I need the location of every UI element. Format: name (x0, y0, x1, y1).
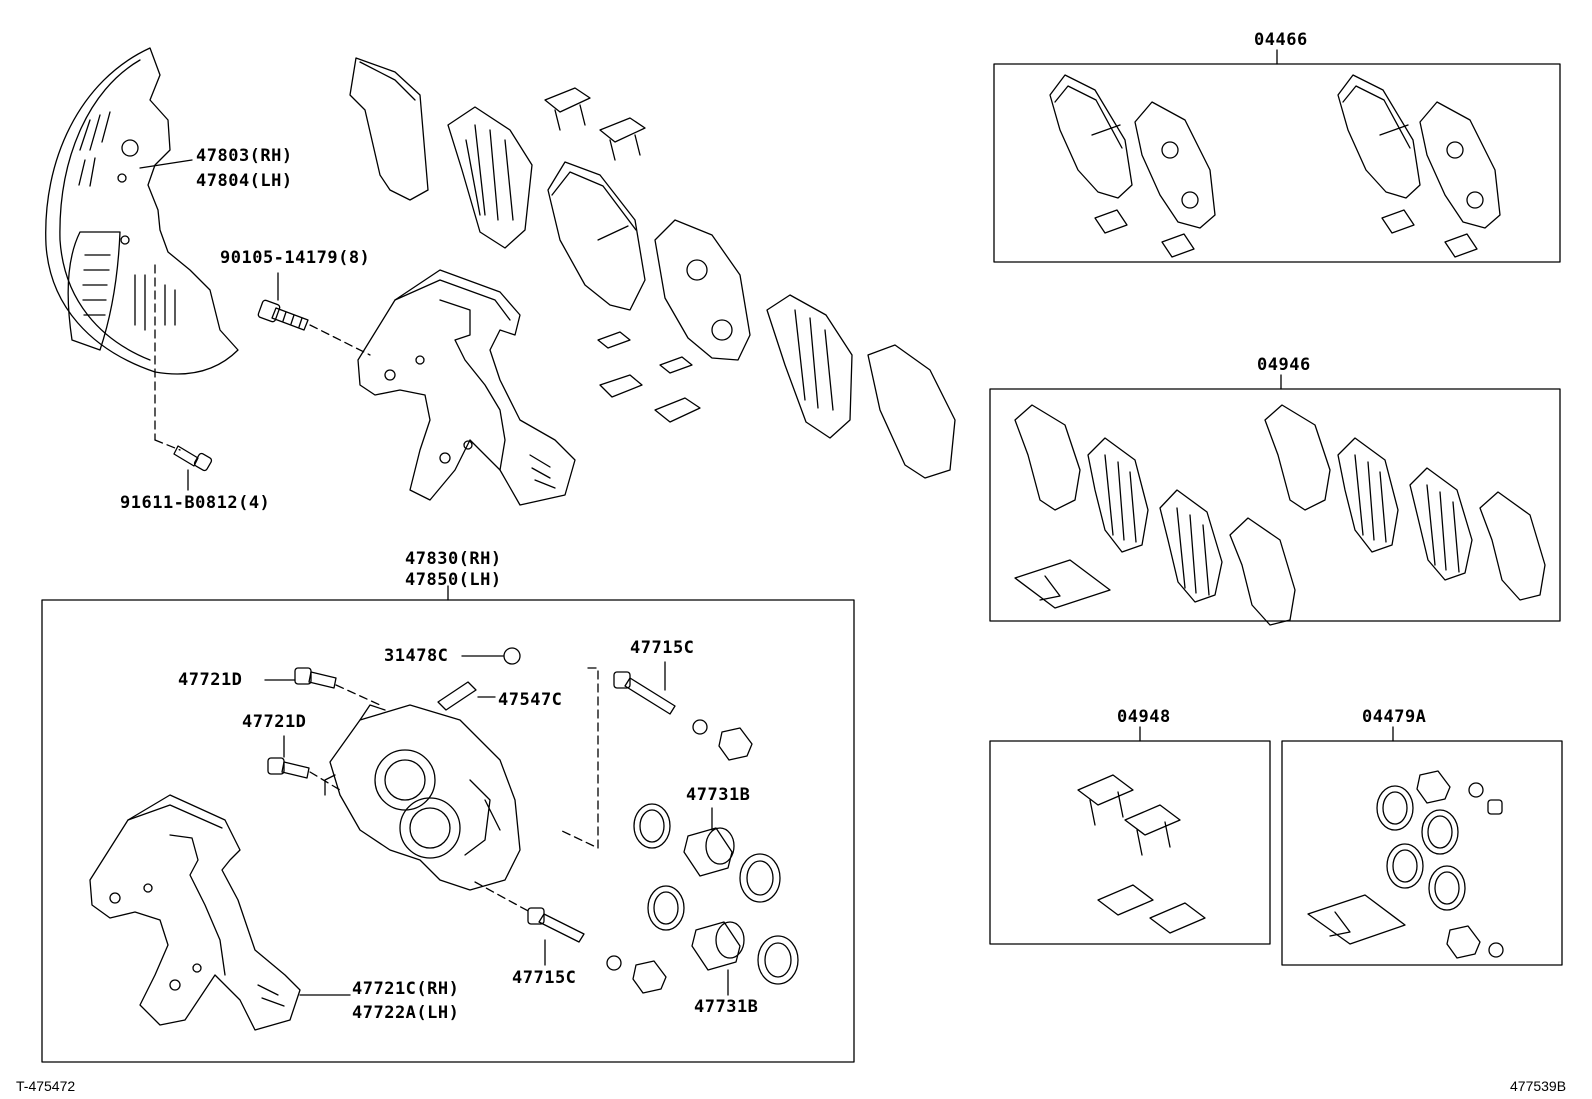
dust-shield (46, 48, 238, 374)
kit-04479A-frame (1282, 741, 1562, 965)
label-bolt-upper: 47721D (178, 670, 243, 690)
bolt-47721D-upper (295, 668, 336, 688)
label-mount-rh: 47721C(RH) (352, 979, 460, 999)
kit-04479A-seals (1308, 771, 1503, 958)
outer-shim-left (350, 58, 428, 200)
shim-left (448, 107, 532, 248)
label-piston-upper: 47731B (686, 785, 751, 805)
label-bolt-lower: 47721D (242, 712, 307, 732)
kit-04946-frame (990, 389, 1560, 621)
pad-left (548, 162, 645, 310)
caliper-body (325, 705, 520, 890)
bleeder-cap (504, 648, 520, 664)
label-kit-cylinder: 04479A (1362, 707, 1427, 727)
bleeder-screw (438, 682, 476, 710)
label-bleeder: 47547C (498, 690, 563, 710)
kit-04948-frame (990, 741, 1270, 944)
guide-pin-upper (614, 672, 752, 760)
outer-shim-right (868, 345, 955, 478)
footer-right-code: 477539B (1510, 1078, 1567, 1094)
kit-04466-frame (994, 64, 1560, 262)
guide-pin-lower (528, 908, 666, 993)
label-kit-shim: 04946 (1257, 355, 1311, 375)
footer-left-code: T-475472 (16, 1078, 76, 1094)
label-pin-upper: 47715C (630, 638, 695, 658)
label-pin-lower: 47715C (512, 968, 577, 988)
label-bolt-mount: 90105-14179(8) (220, 248, 371, 268)
label-cap: 31478C (384, 646, 449, 666)
label-kit-pad: 04466 (1254, 30, 1308, 50)
clips-top (545, 88, 700, 422)
pistons-and-seals (634, 804, 798, 984)
label-kit-fitting: 04948 (1117, 707, 1171, 727)
mounting-bracket-top (358, 270, 575, 505)
label-mount-lh: 47722A(LH) (352, 1003, 460, 1023)
kit-04466-pads (1050, 75, 1500, 257)
mounting-bracket-bottom (90, 795, 300, 1030)
mounting-bolt (257, 299, 308, 330)
label-piston-lower: 47731B (694, 997, 759, 1017)
label-caliper-lh: 47850(LH) (405, 570, 502, 590)
kit-04948-clips (1078, 775, 1205, 933)
bolt-47721D-lower (268, 758, 309, 778)
label-shield-lh: 47804(LH) (196, 171, 293, 191)
shield-bolt (174, 446, 213, 472)
label-bolt-shield: 91611-B0812(4) (120, 493, 271, 513)
label-shield-rh: 47803(RH) (196, 146, 293, 166)
label-caliper-rh: 47830(RH) (405, 549, 502, 569)
pad-right (655, 220, 750, 360)
kit-04946-shims (1015, 405, 1545, 625)
shim-right (767, 295, 852, 438)
